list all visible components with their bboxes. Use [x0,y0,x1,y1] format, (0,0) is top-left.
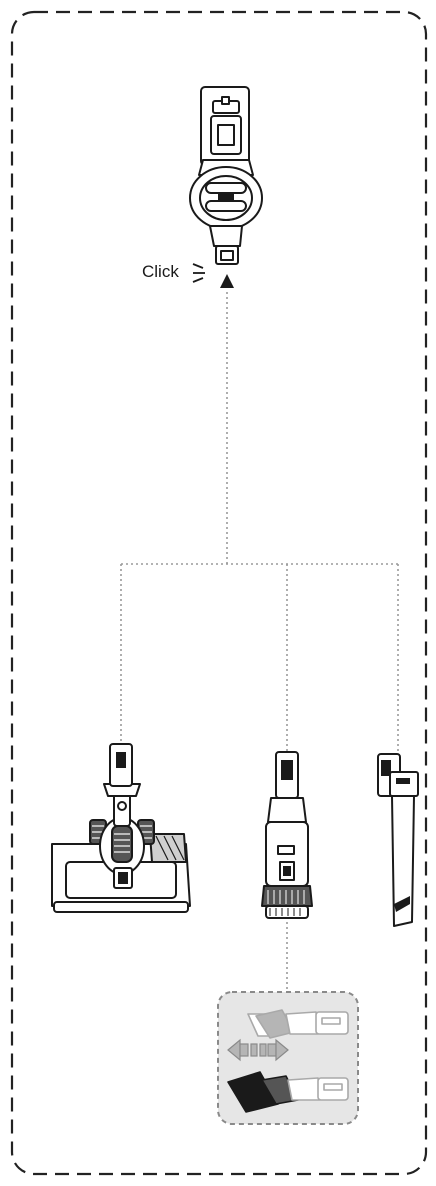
vacuum-handheld-unit-icon [190,87,262,264]
retractable-bristles-icon [248,1010,348,1038]
crevice-tool-icon [378,754,418,926]
retractable-bristles-panel [218,992,358,1124]
motorized-floor-brush-icon [52,744,190,912]
click-indicator-icon [193,264,205,282]
insert-up-arrow-icon [220,274,234,288]
combination-brush-icon [262,752,312,918]
click-label: Click [142,262,179,282]
